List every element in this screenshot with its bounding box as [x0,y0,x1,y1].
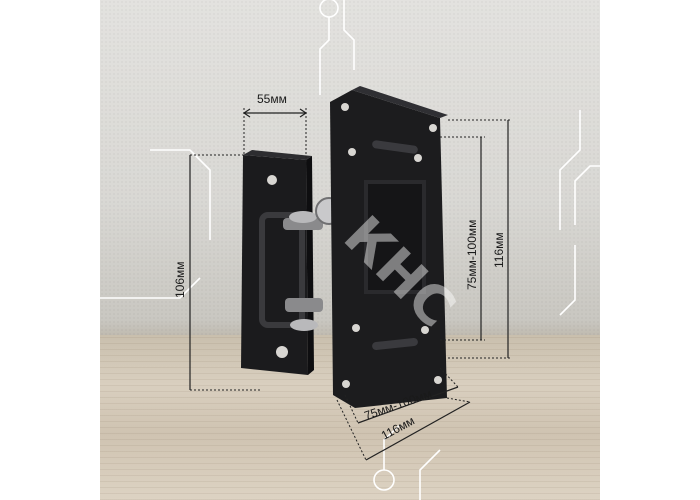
deco-line-left-2 [150,149,211,240]
vesa-hole [421,326,429,334]
vesa-hole [434,376,442,384]
deco-circle-bottom [373,469,395,491]
vesa-hole [342,380,350,388]
deco-line-left-1 [78,277,201,299]
vesa-slot-top [372,140,418,154]
dim-extension [439,367,459,388]
dim-label-vesa-vertical: 75мм-100мм [465,220,479,290]
dim-extension [336,399,367,461]
dim-arrow-line [365,401,471,461]
deco-line-bottom-2 [419,449,441,500]
vesa-plate [330,86,448,408]
dim-arrowhead [299,108,308,118]
wall-plate-hole-top [267,175,277,185]
deco-line-top-1 [319,17,330,95]
vesa-slot-bottom [372,338,418,350]
dim-label-plate-vertical: 116мм [492,232,506,268]
vesa-hole [429,124,437,132]
bolt-upper-washer [289,211,317,223]
dimension-arm-width: 55мм [242,92,308,162]
dimension-plate-vertical: 116мм [448,119,512,359]
dim-label-plate-horizontal: 116мм [379,414,417,443]
deco-line-right-2 [559,110,581,230]
deco-line-right-3 [559,245,576,316]
dim-arrow-line [357,386,459,424]
vesa-hole [341,103,349,111]
dimension-vesa-vertical: 75мм-100мм [440,136,485,341]
deco-circle-left [55,286,79,310]
wall-plate [241,150,314,375]
wall-plate-top [243,150,312,160]
arm-bracket [259,212,305,328]
deco-circle-right [621,153,647,179]
bolt-lower-washer [290,319,318,331]
deco-line-right-1 [574,165,622,225]
deco-line-top-2 [343,0,355,70]
dimension-arm-height: 106мм [173,154,260,391]
dim-arrowhead [242,108,251,118]
bolt-lower-shaft [285,298,323,312]
vesa-plate-edge [352,86,448,118]
vesa-hole [352,324,360,332]
wall-plate-body [241,155,308,375]
dim-label-arm-height: 106мм [173,261,187,298]
vesa-hole [414,154,422,162]
deco-line-bottom-1 [383,424,401,470]
deco-circle-top [319,0,339,18]
wall-plate-hole-bottom [276,346,288,358]
dim-extension [446,397,471,403]
vesa-hole [348,148,356,156]
decorative-circuit-lines [55,0,647,500]
dim-extension [344,394,359,424]
vesa-center-frame [364,180,426,294]
dim-label-arm-width: 55мм [257,92,287,106]
